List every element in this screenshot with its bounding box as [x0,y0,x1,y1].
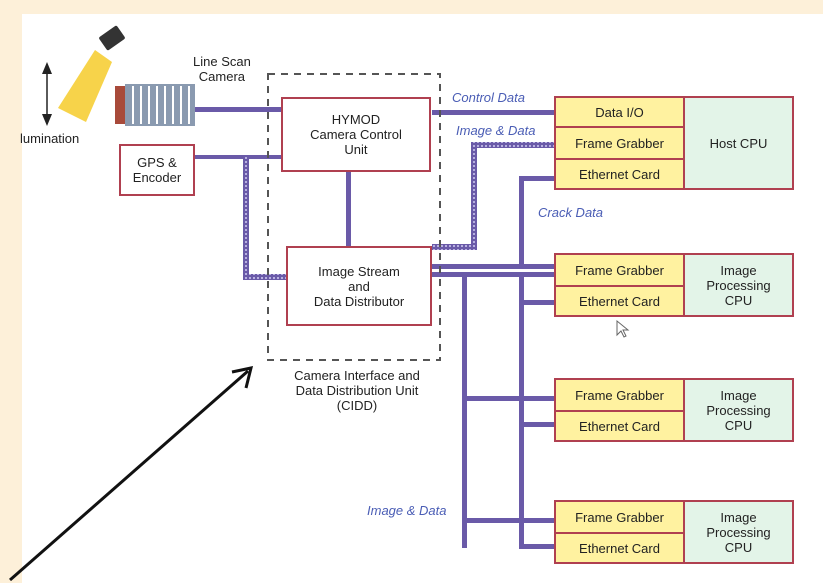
cidd-dashed-boundary [267,73,441,361]
control-data-label: Control Data [452,90,525,105]
solid-links [195,107,556,549]
ethernet-card-box: Ethernet Card [554,158,685,190]
ethernet-card-box: Ethernet Card [554,285,685,317]
pointer-arrow [9,366,254,582]
image-processing-cpu-box: Image Processing CPU [683,253,794,317]
control-data-link [432,110,554,115]
ethernet-card-box: Ethernet Card [554,532,685,564]
image-data-label-bottom: Image & Data [367,503,447,518]
frame-grabber-box: Frame Grabber [554,253,685,287]
line-scan-camera-icon [115,84,195,126]
illumination-label: lumination [20,131,80,146]
illumination-lamp [42,25,125,126]
image-stream-distributor-box: Image Stream and Data Distributor [286,246,432,326]
hymod-control-unit-box: HYMOD Camera Control Unit [281,97,431,172]
image-data-links [243,142,556,280]
frame-grabber-box: Frame Grabber [554,126,685,160]
frame-grabber-box: Frame Grabber [554,378,685,412]
frame-grabber-box: Frame Grabber [554,500,685,534]
gps-encoder-box: GPS & Encoder [119,144,195,196]
line-scan-camera-label: Line Scan Camera [193,54,251,84]
image-processing-cpu-box: Image Processing CPU [683,500,794,564]
image-processing-cpu-box: Image Processing CPU [683,378,794,442]
crack-data-label: Crack Data [538,205,604,220]
cidd-label: Camera Interface and Data Distribution U… [294,368,420,413]
lamp-icon [99,25,125,51]
host-cpu-box: Host CPU [683,96,794,190]
image-data-label-top: Image & Data [456,123,536,138]
mouse-cursor-icon [616,319,630,338]
data-io-box: Data I/O [554,96,685,128]
ethernet-card-box: Ethernet Card [554,410,685,442]
